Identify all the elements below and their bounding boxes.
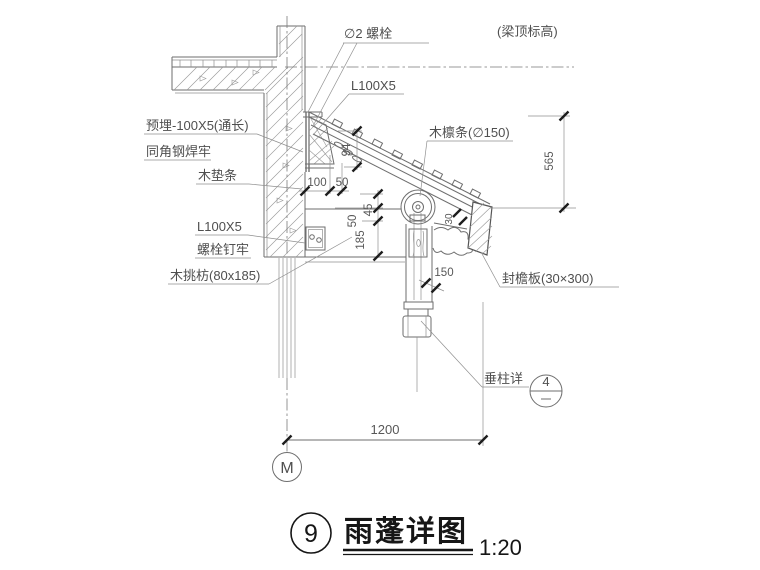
blocking-crosshatch	[308, 118, 335, 165]
floor-slab	[171, 56, 289, 94]
dim-30: 30	[444, 213, 455, 225]
log-purlin	[400, 189, 436, 225]
dimension-100-50: 100 50	[299, 177, 349, 197]
dim-185: 185	[355, 230, 367, 249]
title-scale: 1:20	[479, 535, 522, 560]
wood-grain-block	[408, 228, 428, 258]
dimension-94: 94	[341, 125, 363, 173]
roof-slope	[308, 111, 491, 217]
dimension-565: 565	[544, 110, 570, 214]
pendant-block	[402, 315, 432, 338]
dimension-150: 150	[418, 267, 454, 294]
fascia-label: 封檐板(30×300)	[502, 271, 593, 286]
embed-plate-label-line2: 同角钢焊牢	[146, 144, 211, 159]
dim-1200: 1200	[371, 422, 400, 437]
detail-bubble-number: 4	[542, 374, 549, 389]
beam-top-level-label: (梁顶标高)	[497, 24, 558, 39]
slab-hatch	[173, 66, 289, 91]
dim-94: 94	[341, 143, 353, 156]
dim-100: 100	[307, 177, 326, 189]
dim-45: 45	[363, 204, 375, 217]
dim-565: 565	[544, 151, 556, 170]
dimension-1200: 1200	[281, 422, 489, 446]
dim-150: 150	[434, 267, 453, 279]
column-flange	[403, 301, 434, 310]
annotations: ∅2 螺栓 (梁顶标高) L100X5 木檩条(∅150) 预埋-100X5(通…	[144, 24, 619, 388]
drawing-title: 9 雨蓬详图 1:20	[290, 512, 522, 560]
bolt-note-label: ∅2 螺栓	[344, 26, 392, 41]
purlin-label: 木檩条(∅150)	[429, 125, 510, 140]
wall-hatch	[265, 25, 304, 258]
bolt-fasten-label: 螺栓钉牢	[197, 242, 249, 257]
detail-bubble: 4	[529, 374, 563, 408]
embed-plate-label-line1: 预埋-100X5(通长)	[146, 118, 249, 133]
title-text: 雨蓬详图	[344, 514, 468, 548]
hanging-column	[402, 213, 434, 392]
title-number: 9	[304, 520, 318, 548]
beam-end-carved-breakline	[432, 226, 474, 256]
angle-steel-left-label: L100X5	[197, 219, 242, 234]
title-number-circle	[290, 512, 332, 554]
fascia-board	[467, 201, 493, 256]
angle-steel-top-label: L100X5	[351, 78, 396, 93]
pendant-ref-label: 垂柱详	[484, 371, 523, 386]
grid-bubble-m: M	[272, 452, 302, 482]
column-neck	[407, 308, 429, 317]
bolt-bracket	[305, 226, 326, 251]
concrete-aggregate-marks	[199, 69, 297, 234]
wall-below-cut-lines	[278, 258, 296, 378]
embedded-plate-and-angle	[303, 111, 363, 172]
grid-bubble-label: M	[280, 460, 293, 477]
dimension-chain-45-50-185: 45 50 185	[347, 188, 384, 262]
dim-50-top: 50	[336, 177, 349, 189]
dimension-30: 30	[444, 208, 468, 226]
bolt-nut	[409, 214, 426, 222]
dim-50-side: 50	[347, 215, 359, 228]
wall-section	[199, 16, 306, 452]
cantilever-label: 木挑枋(80x185)	[170, 268, 260, 283]
wood-pad-label: 木垫条	[198, 168, 237, 183]
tile-band	[179, 60, 273, 67]
